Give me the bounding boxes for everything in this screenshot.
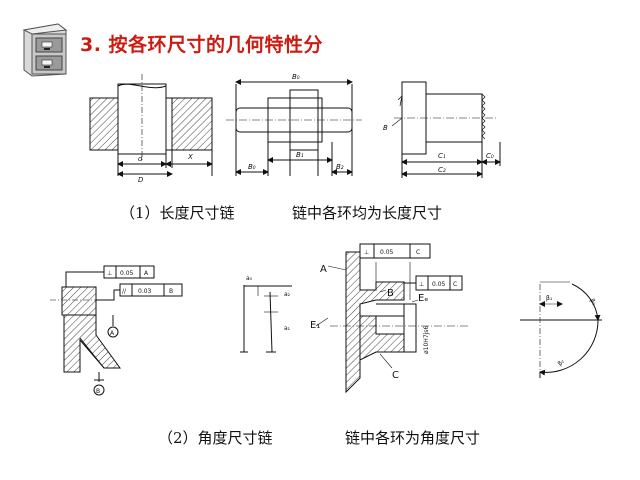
label-x: X	[187, 153, 193, 161]
label-beta2: β₂	[556, 358, 566, 368]
label-C1: C₁	[438, 152, 446, 160]
label-beta0: β₀	[588, 298, 597, 307]
tol-value-1: 0.05	[120, 270, 134, 277]
label-diameter: ø10H7js6	[423, 326, 430, 354]
label-beta1: β₁	[546, 295, 553, 302]
label-C2: C₂	[438, 166, 446, 174]
label-Ei: E₁	[310, 320, 320, 331]
label-B-face: B	[383, 124, 388, 132]
perp-symbol-1: ⊥	[107, 270, 112, 277]
label-a1: a₁	[284, 325, 291, 332]
datum-b-circle: B	[96, 388, 100, 395]
label-a2: a₂	[284, 291, 291, 298]
page-title: 3. 按各环尺寸的几何特性分	[80, 34, 324, 56]
label-A: A	[320, 264, 327, 275]
label-B0-bottom: B₀	[248, 163, 256, 171]
tol-value-1: 0.05	[380, 249, 394, 256]
label-Ee: Eₑ	[418, 293, 429, 304]
figure-bracket	[50, 265, 183, 396]
figure-angle-arc	[520, 281, 602, 378]
datum-a-ref: A	[144, 270, 149, 277]
caption-linear-desc: 链中各环均为长度尺寸	[292, 204, 443, 222]
datum-c-ref-1: C	[416, 249, 420, 256]
caption-angular-desc: 链中各环为角度尺寸	[345, 429, 481, 447]
figure-shaft-hole	[89, 74, 213, 177]
label-C: C	[392, 370, 399, 381]
perp-symbol-1: ⊥	[364, 249, 369, 256]
figure-stepped-shaft	[226, 79, 362, 176]
label-d: d	[138, 155, 143, 163]
datum-c-ref-2: C	[453, 281, 457, 288]
figure-flanged-shaft	[391, 81, 501, 178]
datum-a-circle: A	[110, 330, 115, 337]
parallel-symbol: //	[122, 288, 127, 295]
perp-symbol-2: ⊥	[419, 281, 424, 288]
label-B0-top: B₀	[292, 73, 300, 81]
label-D: D	[138, 176, 144, 184]
label-B2: B₂	[336, 163, 344, 171]
figure-sleeve-section	[315, 243, 470, 394]
label-B: B	[387, 288, 394, 299]
datum-b-ref: B	[169, 288, 173, 295]
figure-angle-lines	[240, 285, 292, 353]
caption-linear-chain: （1）长度尺寸链	[120, 204, 235, 222]
tol-value-2: 0.05	[432, 281, 446, 288]
caption-angular-chain: （2）角度尺寸链	[158, 429, 273, 447]
tol-value-2: 0.03	[138, 288, 152, 295]
file-cabinet-icon	[22, 23, 68, 77]
label-C0: C₀	[486, 152, 494, 160]
label-B1: B₁	[296, 151, 304, 159]
label-a0: a₀	[246, 275, 253, 282]
